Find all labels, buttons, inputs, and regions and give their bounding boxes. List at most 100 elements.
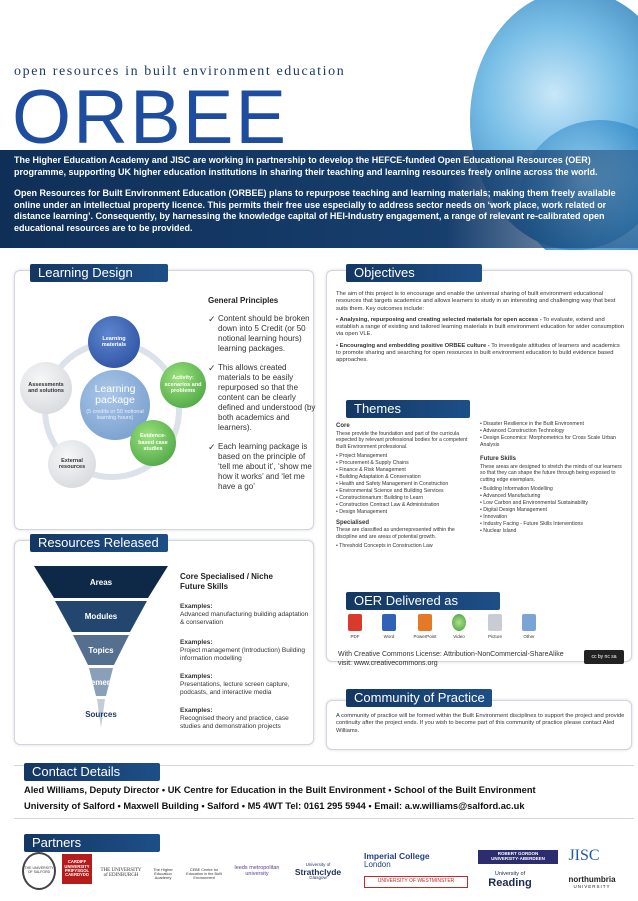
- themes-specialised-desc: These are classified as underrepresented…: [336, 527, 455, 540]
- tier-areas-shape: [34, 566, 168, 598]
- node-external-resources: External resources: [48, 440, 96, 488]
- themes-core-desc: These provide the foundation and part of…: [336, 430, 468, 450]
- tier-modules-shape: [55, 601, 147, 632]
- oer-format-icons: PDF Word PowerPoint Video Picture Other: [340, 614, 550, 652]
- objective-item-2: • Encouraging and embedding positive ORB…: [336, 342, 620, 364]
- oer-license-text: With Creative Commons License: Attributi…: [338, 651, 564, 658]
- resources-categories: Core Specialised / Niche Future Skills: [180, 572, 273, 591]
- tier-sources-label: Sources: [85, 710, 117, 719]
- learning-package-title: Learning package: [94, 383, 136, 406]
- list-item: • Threshold Concepts in Construction Law: [336, 543, 433, 549]
- themes-right-column: • Disaster Resilience in the Built Envir…: [480, 421, 628, 535]
- themes-future-list: • Building Information Modelling• Advanc…: [480, 486, 628, 535]
- list-item: • Building Adaptation & Conservation: [336, 474, 421, 480]
- node-evidence: Evidence-based case studies: [130, 420, 176, 466]
- node-activity: Activity: scenarios and problems: [160, 362, 206, 408]
- word-icon: Word: [374, 614, 404, 639]
- objectives-heading: Objectives: [346, 264, 482, 282]
- principle-item: ✓Content should be broken down into 5 Cr…: [208, 314, 310, 353]
- creative-commons-badge: cc by nc sa: [584, 650, 624, 664]
- themes-heading: Themes: [346, 400, 470, 418]
- community-panel: [326, 700, 632, 750]
- cebe-logo: CEBE Centre for Education in the Built E…: [186, 868, 222, 880]
- learning-design-heading: Learning Design: [30, 264, 168, 282]
- check-icon: ✓: [208, 363, 216, 373]
- oer-heading: OER Delivered as: [346, 592, 500, 610]
- list-item: • Disaster Resilience in the Built Envir…: [480, 421, 584, 427]
- check-icon: ✓: [208, 314, 216, 324]
- tier-modules-label: Modules: [84, 612, 118, 621]
- objective-item-1: • Analysing, repurposing and creating se…: [336, 316, 625, 338]
- resource-example-modules: Examples:Advanced manufacturing building…: [180, 603, 309, 626]
- objectives-text: The aim of this project is to encourage …: [336, 291, 626, 369]
- oer-visit-link[interactable]: visit: www.creativecommons.org: [338, 660, 438, 667]
- list-item: • Finance & Risk Management: [336, 467, 406, 473]
- contact-heading: Contact Details: [24, 763, 160, 781]
- themes-future-desc: These areas are designed to stretch the …: [480, 463, 622, 483]
- intro-band: [0, 150, 638, 248]
- check-icon: ✓: [208, 442, 216, 452]
- tier-topics-shape: [73, 635, 129, 665]
- list-item: • Design Management: [336, 509, 388, 515]
- list-item: • Constructionarium: Building to Learn: [336, 495, 424, 501]
- list-item: • Construction Contract Law & Administra…: [336, 502, 440, 508]
- list-item: • Innovation: [480, 514, 508, 520]
- pdf-icon: PDF: [340, 614, 370, 639]
- list-item: • Advanced Manufacturing: [480, 493, 541, 499]
- resource-example-topics: Examples:Project management (Introductio…: [180, 639, 306, 662]
- resources-heading: Resources Released: [30, 534, 168, 552]
- edinburgh-logo: THE UNIVERSITY of EDINBURGH: [100, 867, 142, 878]
- resource-example-elements: Examples:Presentations, lecture screen c…: [180, 673, 290, 696]
- partners-heading: Partners: [24, 834, 160, 852]
- list-item: • Design Economics: Morphometrics for Cr…: [480, 435, 616, 448]
- themes-core-list: • Project Management• Procurement & Supp…: [336, 453, 476, 516]
- general-principles-title: General Principles: [208, 296, 279, 305]
- cardiff-logo: CARDIFF UNIVERSITY PRIFYSGOL CAERDYDD: [62, 854, 92, 884]
- themes-specialised-list-b: • Disaster Resilience in the Built Envir…: [480, 421, 628, 448]
- list-item: • Environmental Science and Building Ser…: [336, 488, 444, 494]
- resource-hierarchy-triangle: [34, 566, 168, 728]
- intro-paragraph-1: The Higher Education Academy and JISC ar…: [14, 155, 598, 177]
- general-principles-list: ✓Content should be broken down into 5 Cr…: [208, 314, 318, 501]
- westminster-logo: UNIVERSITY OF WESTMINSTER: [364, 876, 468, 888]
- strathclyde-logo: University of Strathclyde Glasgow: [294, 861, 342, 881]
- node-assessments: Assessments and solutions: [20, 362, 72, 414]
- list-item: • Procurement & Supply Chains: [336, 460, 409, 466]
- hea-logo: The Higher Education Academy: [153, 866, 173, 881]
- themes-core-column: Core These provide the foundation and pa…: [336, 421, 476, 550]
- tier-areas-label: Areas: [89, 578, 113, 587]
- list-item: • Health and Safety Management in Constr…: [336, 481, 449, 487]
- leeds-met-logo: leeds metropolitan university: [234, 865, 280, 877]
- tagline: open resources in built environment educ…: [14, 64, 346, 79]
- themes-specialised-title: Specialised: [336, 519, 370, 526]
- salford-logo: THE UNIVERSITY OF SALFORD: [22, 852, 56, 890]
- reading-logo: University of Reading: [488, 871, 532, 890]
- objectives-intro: The aim of this project is to encourage …: [336, 291, 616, 312]
- learning-package-node: Learning package (5 credits or 50 notion…: [80, 370, 150, 440]
- contact-line-2[interactable]: University of Salford • Maxwell Building…: [24, 801, 525, 811]
- orbee-wordmark: ORBEE: [12, 75, 289, 160]
- tier-elements-label: Elements: [83, 678, 119, 687]
- jisc-logo: JISC: [568, 846, 600, 864]
- principle-item: ✓Each learning package is based on the p…: [208, 442, 312, 491]
- oer-license: With Creative Commons License: Attributi…: [338, 650, 598, 668]
- community-text: A community of practice will be formed w…: [336, 713, 625, 734]
- imperial-logo: Imperial College London: [364, 851, 430, 870]
- tier-elements-shape: [89, 668, 113, 696]
- tier-sources-shape: [97, 699, 105, 728]
- northumbria-logo: northumbria UNIVERSITY: [568, 875, 616, 889]
- video-icon: Video: [444, 614, 474, 639]
- partners-logos: THE UNIVERSITY OF SALFORD CARDIFF UNIVER…: [14, 846, 634, 896]
- learning-package-sub: (5 credits or 50 notional learning hours…: [86, 409, 144, 421]
- list-item: • Digital Design Management: [480, 507, 547, 513]
- themes-specialised-list-a: • Threshold Concepts in Construction Law: [336, 543, 476, 550]
- powerpoint-icon: PowerPoint: [410, 614, 440, 639]
- node-learning-materials: Learning materials: [88, 316, 140, 368]
- resource-example-sources: Examples:Recognised theory and practice,…: [180, 707, 289, 730]
- picture-icon: Picture: [480, 614, 510, 639]
- contact-line-1: Aled Williams, Deputy Director • UK Cent…: [24, 785, 536, 795]
- themes-future-title: Future Skills: [480, 456, 517, 462]
- intro-paragraph-2: Open Resources for Built Environment Edu…: [14, 188, 616, 233]
- list-item: • Nuclear Island: [480, 528, 517, 534]
- list-item: • Building Information Modelling: [480, 486, 553, 492]
